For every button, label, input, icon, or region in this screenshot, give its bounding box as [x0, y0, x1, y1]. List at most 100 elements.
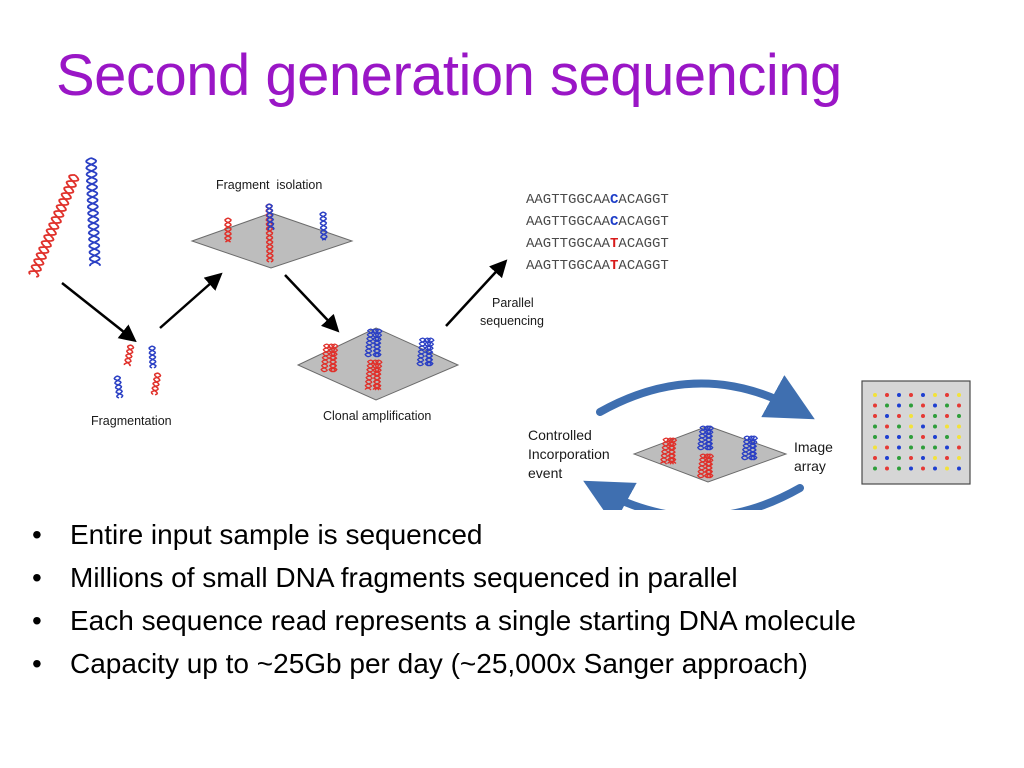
dna-helix-strand — [371, 359, 382, 391]
array-dot — [921, 393, 925, 397]
bullet-item: •Entire input sample is sequenced — [32, 519, 483, 550]
array-dot — [885, 393, 889, 397]
sequence-read: AAGTTGGCAATACAGGT — [526, 236, 669, 252]
variant-base: C — [610, 192, 619, 208]
array-dot — [957, 466, 961, 471]
sequence-read: AAGTTGGCAACACAGGT — [526, 214, 669, 230]
array-dot — [921, 466, 925, 471]
array-dot — [909, 456, 913, 460]
dna-helix-strand — [364, 328, 375, 358]
dna-helix-strand — [85, 157, 101, 266]
dna-helix-strand — [660, 437, 671, 465]
label-parallel: Parallel — [492, 296, 534, 310]
array-dot — [945, 414, 949, 418]
array-dot — [933, 445, 937, 450]
array-dot — [885, 435, 889, 439]
bullet-item: •Millions of small DNA fragments sequenc… — [32, 562, 738, 593]
dna-helix-strand — [151, 372, 162, 396]
dna-helix-strand — [703, 453, 715, 479]
array-dot — [957, 424, 961, 429]
dna-helix-strand — [28, 174, 77, 275]
label-array: array — [794, 458, 826, 474]
dna-helix-strand — [372, 359, 383, 391]
label-sequencing: sequencing — [480, 314, 544, 328]
array-dot — [885, 424, 889, 429]
cycle-arrow-top — [596, 375, 815, 420]
arrow-to-fragmentation — [61, 282, 137, 343]
array-dot — [933, 435, 937, 439]
dna-helix-strand — [124, 344, 135, 367]
dna-helix-strand — [424, 337, 435, 367]
dna-helix-strand — [372, 359, 383, 391]
array-dot — [873, 435, 877, 439]
array-dot — [885, 456, 889, 460]
label-controlled: Controlled — [528, 427, 592, 443]
dna-helix-strand — [424, 337, 435, 367]
arrow-to-sequencing — [445, 259, 508, 327]
image-array-panel — [861, 380, 971, 485]
dna-helix-strand — [319, 211, 328, 241]
array-dot — [909, 424, 913, 429]
dna-helix-strand — [416, 337, 427, 367]
array-dot — [873, 414, 877, 418]
array-dot — [921, 435, 925, 439]
array-dot — [921, 424, 925, 429]
array-dot — [909, 466, 913, 471]
variant-base: T — [610, 236, 618, 252]
array-dot — [957, 414, 961, 418]
dna-helix-strand — [224, 217, 232, 243]
dna-helix-strand — [667, 437, 678, 465]
dna-helix-strand — [747, 435, 759, 461]
array-dot — [909, 393, 913, 397]
array-dot — [957, 403, 961, 408]
array-dot — [873, 403, 877, 408]
array-dot — [945, 456, 949, 460]
array-dot — [897, 403, 901, 408]
array-dot — [957, 456, 961, 460]
label-fragmentation: Fragmentation — [91, 414, 172, 428]
array-dot — [897, 424, 901, 429]
array-dot — [873, 466, 877, 471]
label-event: event — [528, 465, 562, 481]
dna-helix-strand — [364, 328, 375, 358]
cycle-arrow-bottom — [583, 480, 804, 510]
array-dot — [945, 403, 949, 408]
array-dot — [897, 456, 901, 460]
array-dot — [945, 424, 949, 429]
array-dot — [945, 435, 949, 439]
array-dot — [933, 456, 937, 460]
array-dot — [873, 445, 877, 450]
dna-helix-strand — [320, 343, 331, 373]
array-dot — [873, 393, 877, 397]
array-dot — [933, 424, 937, 429]
label-image: Image — [794, 439, 833, 455]
array-dot — [921, 403, 925, 408]
array-dot — [897, 466, 901, 471]
dna-helix-strand — [416, 337, 427, 367]
variant-base: C — [610, 214, 619, 230]
array-dot — [957, 393, 961, 397]
array-dot — [873, 424, 877, 429]
dna-fragments — [113, 203, 759, 479]
dna-helix-strand — [148, 345, 157, 369]
dna-helix-strand — [696, 453, 708, 479]
dna-helix-strand — [696, 425, 708, 451]
dna-helix-strand — [224, 217, 232, 243]
bullet-list: •Entire input sample is sequenced •Milli… — [28, 518, 1008, 690]
array-dot — [909, 403, 913, 408]
dna-helix-strand — [372, 328, 383, 358]
sequence-read: AAGTTGGCAATACAGGT — [526, 258, 669, 274]
dna-helix-strand — [328, 343, 339, 373]
array-dot — [885, 445, 889, 450]
array-dot — [933, 466, 937, 471]
bullet-dot-icon: • — [32, 605, 42, 636]
bullet-item: •Each sequence read represents a single … — [32, 605, 856, 636]
array-dot — [897, 445, 901, 450]
label-clonal-amplification: Clonal amplification — [323, 409, 431, 423]
array-dot — [945, 466, 949, 471]
sequence-reads: AAGTTGGCAACACAGGT AAGTTGGCAACACAGGT AAGT… — [526, 192, 669, 274]
bullet-dot-icon: • — [32, 562, 42, 593]
array-dot — [897, 414, 901, 418]
dna-helix-strand — [30, 174, 80, 278]
input-dna-strands — [28, 157, 101, 278]
